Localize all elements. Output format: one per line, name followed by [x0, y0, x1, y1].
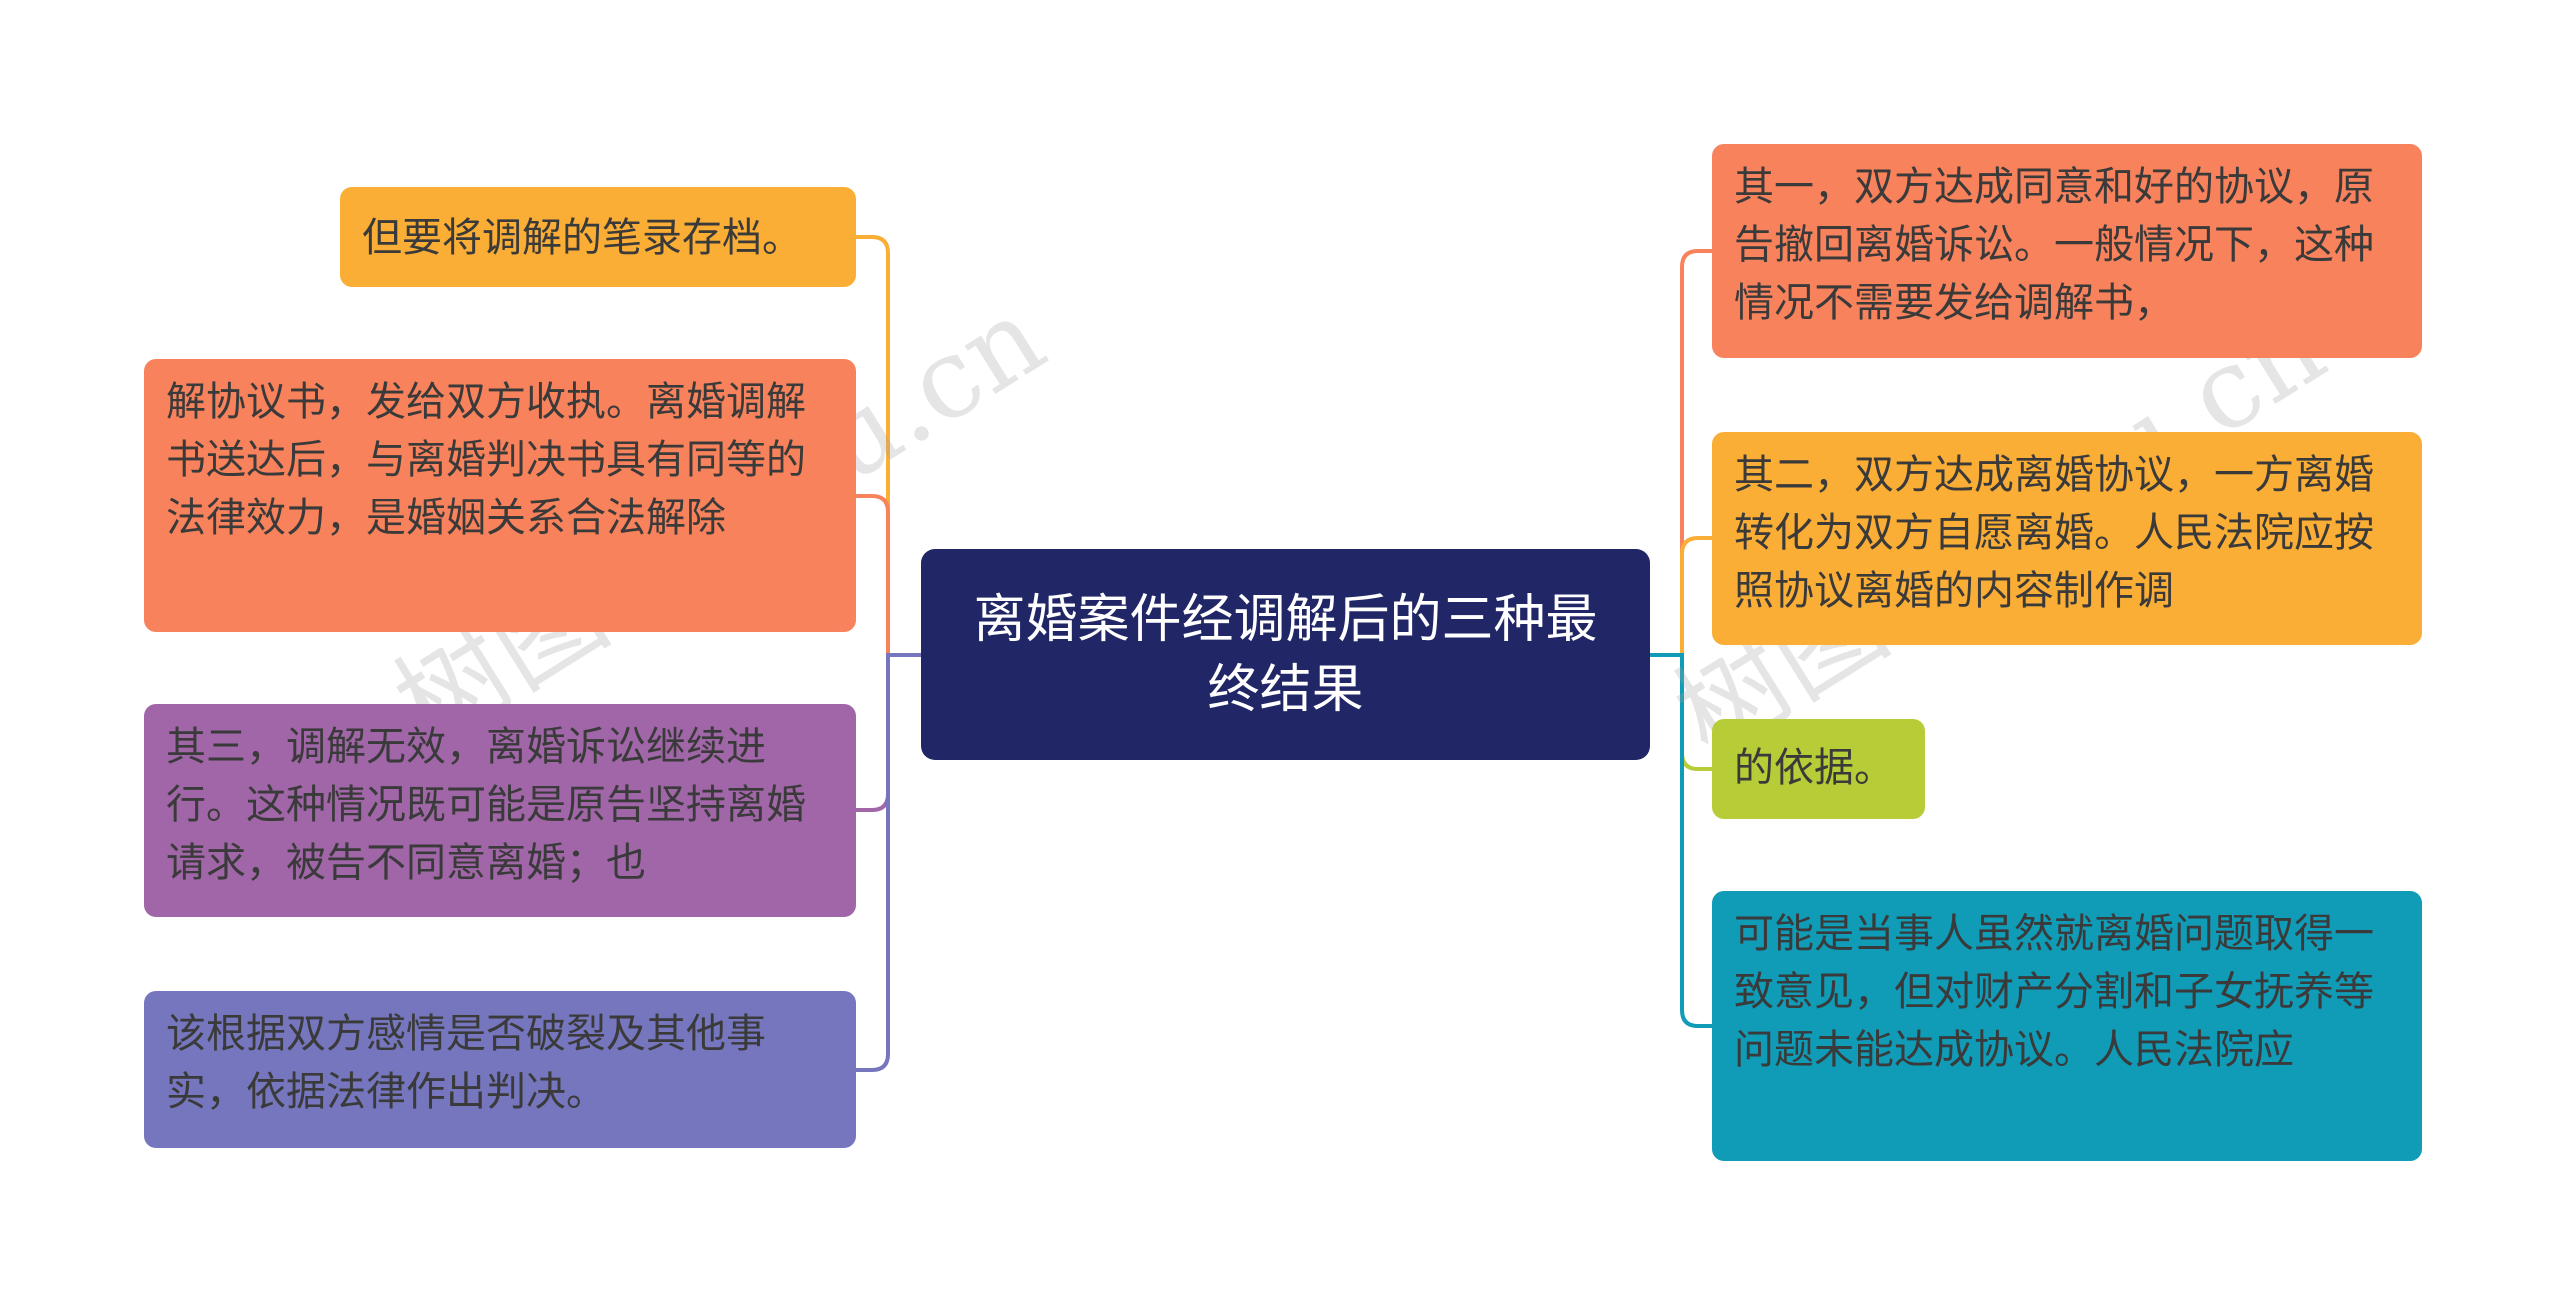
- right-topic-3[interactable]: 的依据。: [1712, 719, 1925, 819]
- left-topic-3[interactable]: 其三，调解无效，离婚诉讼继续进行。这种情况既可能是原告坚持离婚请求，被告不同意离…: [144, 704, 856, 917]
- connector-left-3: [856, 653, 921, 812]
- connector-left-4: [856, 653, 921, 1072]
- right-topic-3-label: 的依据。: [1734, 745, 1894, 791]
- connector-right-1: [1650, 249, 1712, 657]
- right-topic-2-label: 其二，双方达成离婚协议，一方离婚转化为双方自愿离婚。人民法院应按照协议离婚的内容…: [1734, 452, 2374, 614]
- left-topic-1-label: 但要将调解的笔录存档。: [362, 215, 802, 261]
- right-topic-2[interactable]: 其二，双方达成离婚协议，一方离婚转化为双方自愿离婚。人民法院应按照协议离婚的内容…: [1712, 432, 2422, 645]
- connector-left-2: [856, 494, 921, 657]
- right-topic-1-label: 其一，双方达成同意和好的协议，原告撤回离婚诉讼。一般情况下，这种情况不需要发给调…: [1734, 164, 2374, 326]
- left-topic-2[interactable]: 解协议书，发给双方收执。离婚调解书送达后，与离婚判决书具有同等的法律效力，是婚姻…: [144, 359, 856, 632]
- root-topic[interactable]: 离婚案件经调解后的三种最终结果: [921, 549, 1650, 760]
- left-topic-1[interactable]: 但要将调解的笔录存档。: [340, 187, 856, 287]
- right-topic-4[interactable]: 可能是当事人虽然就离婚问题取得一致意见，但对财产分割和子女抚养等问题未能达成协议…: [1712, 891, 2422, 1161]
- left-topic-4[interactable]: 该根据双方感情是否破裂及其他事实，依据法律作出判决。: [144, 991, 856, 1148]
- connector-left-1: [856, 235, 921, 657]
- root-topic-label: 离婚案件经调解后的三种最终结果: [973, 589, 1598, 720]
- connector-right-3: [1650, 653, 1712, 771]
- left-topic-4-label: 该根据双方感情是否破裂及其他事实，依据法律作出判决。: [166, 1011, 766, 1115]
- right-topic-1[interactable]: 其一，双方达成同意和好的协议，原告撤回离婚诉讼。一般情况下，这种情况不需要发给调…: [1712, 144, 2422, 358]
- right-topic-4-label: 可能是当事人虽然就离婚问题取得一致意见，但对财产分割和子女抚养等问题未能达成协议…: [1734, 911, 2374, 1073]
- connector-right-2: [1650, 536, 1712, 657]
- left-topic-2-label: 解协议书，发给双方收执。离婚调解书送达后，与离婚判决书具有同等的法律效力，是婚姻…: [166, 379, 806, 541]
- connector-right-4: [1650, 653, 1712, 1028]
- left-topic-3-label: 其三，调解无效，离婚诉讼继续进行。这种情况既可能是原告坚持离婚请求，被告不同意离…: [166, 724, 806, 886]
